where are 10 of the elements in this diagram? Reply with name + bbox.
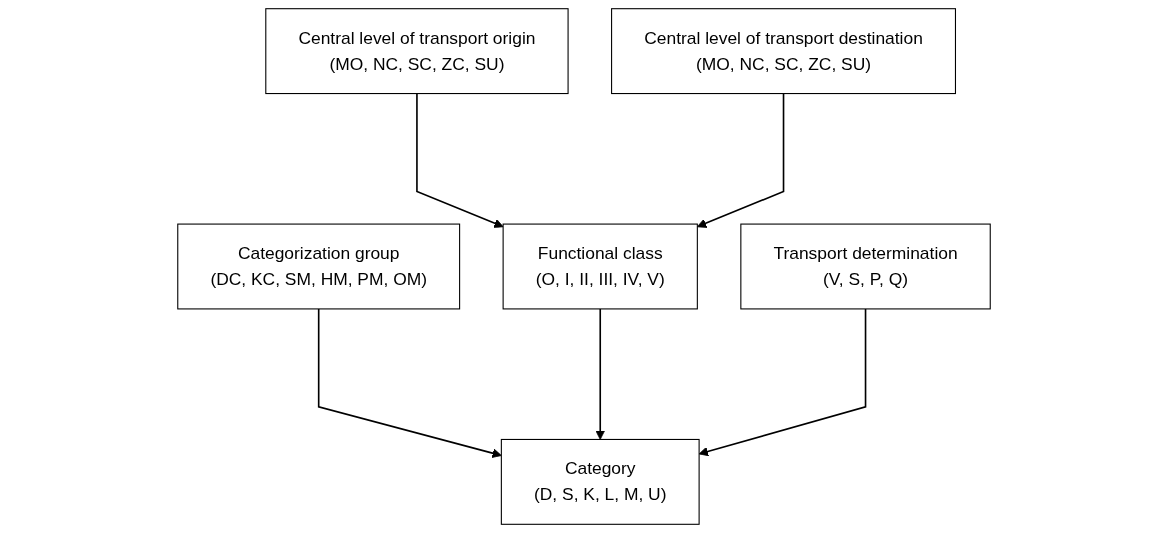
node-box: Functional class (O, I, II, III, IV, V)	[502, 223, 698, 310]
arrow	[317, 308, 502, 458]
arrow	[595, 308, 605, 440]
node-box: Transport determination (V, S, P, Q)	[740, 223, 991, 310]
node-box: Category (D, S, K, L, M, U)	[500, 438, 700, 525]
arrow	[696, 92, 785, 228]
node-box: Central level of transport destination (MO, NC, SC, ZC, SU)	[611, 8, 956, 95]
node-box: Categorization group (DC, KC, SM, HM, PM, OM)	[177, 223, 461, 310]
arrow	[416, 92, 504, 228]
node-box: Central level of transport origin (MO, NC, SC, ZC, SU)	[265, 8, 569, 95]
